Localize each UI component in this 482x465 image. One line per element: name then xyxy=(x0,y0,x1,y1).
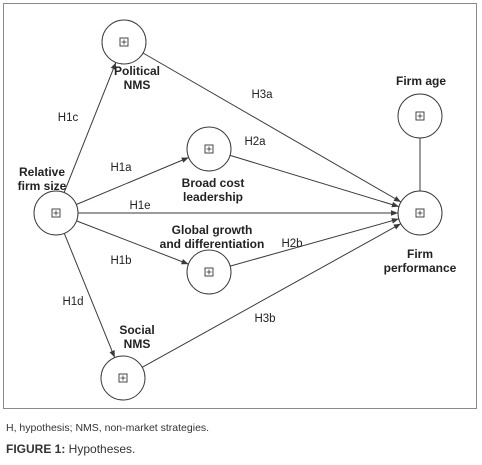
edge-label-h1e: H1e xyxy=(129,200,150,212)
edge-label-h2b: H2b xyxy=(281,238,302,250)
node-label-line: and differentiation xyxy=(160,237,265,251)
node-cost xyxy=(186,126,232,172)
node-label-line: Firm xyxy=(407,247,433,261)
node-label-line: NMS xyxy=(124,337,151,351)
node-social xyxy=(100,355,146,401)
node-label-line: Social xyxy=(119,323,154,337)
edge-h3b xyxy=(141,223,402,368)
nodes-layer xyxy=(33,19,443,401)
edge-label-h1c: H1c xyxy=(58,112,79,124)
edges-layer xyxy=(63,52,421,368)
figure-caption: FIGURE 1: Hypotheses. xyxy=(6,442,135,456)
edge-h1b xyxy=(76,220,189,265)
edge-h2b xyxy=(230,218,399,267)
edge-label-h2a: H2a xyxy=(244,136,266,148)
edge-h1d xyxy=(63,233,116,358)
node-label-line: Relative xyxy=(19,165,65,179)
footnote: H, hypothesis; NMS, non-market strategie… xyxy=(6,422,210,434)
node-growth xyxy=(186,249,232,295)
edge-h1c xyxy=(63,62,117,193)
figure-frame xyxy=(3,3,477,409)
caption-text: Hypotheses. xyxy=(65,442,136,456)
edge-h1a xyxy=(76,157,189,205)
edge-label-h3a: H3a xyxy=(251,89,273,101)
edge-h2a xyxy=(229,154,400,208)
edge-label-h1d: H1d xyxy=(62,296,83,308)
node-firm-size xyxy=(33,190,79,236)
node-label-line: leadership xyxy=(183,190,243,204)
edge-h3a xyxy=(142,52,402,203)
edge-label-h1b: H1b xyxy=(110,255,131,267)
node-political xyxy=(101,19,147,65)
node-label-firm-age: Firm age xyxy=(396,74,446,88)
node-label-line: NMS xyxy=(124,78,151,92)
node-label-line: Political xyxy=(114,64,160,78)
node-firm-age xyxy=(397,93,443,139)
edge-label-h1a: H1a xyxy=(110,162,132,174)
node-label-line: firm size xyxy=(18,179,67,193)
node-label-line: Broad cost xyxy=(182,176,245,190)
caption-label: FIGURE 1: xyxy=(6,442,66,456)
node-label-line: performance xyxy=(384,261,457,275)
edge-label-h3b: H3b xyxy=(254,313,275,325)
node-performance xyxy=(397,190,443,236)
node-label-line: Firm age xyxy=(396,74,446,88)
node-label-line: Global growth xyxy=(172,223,253,237)
